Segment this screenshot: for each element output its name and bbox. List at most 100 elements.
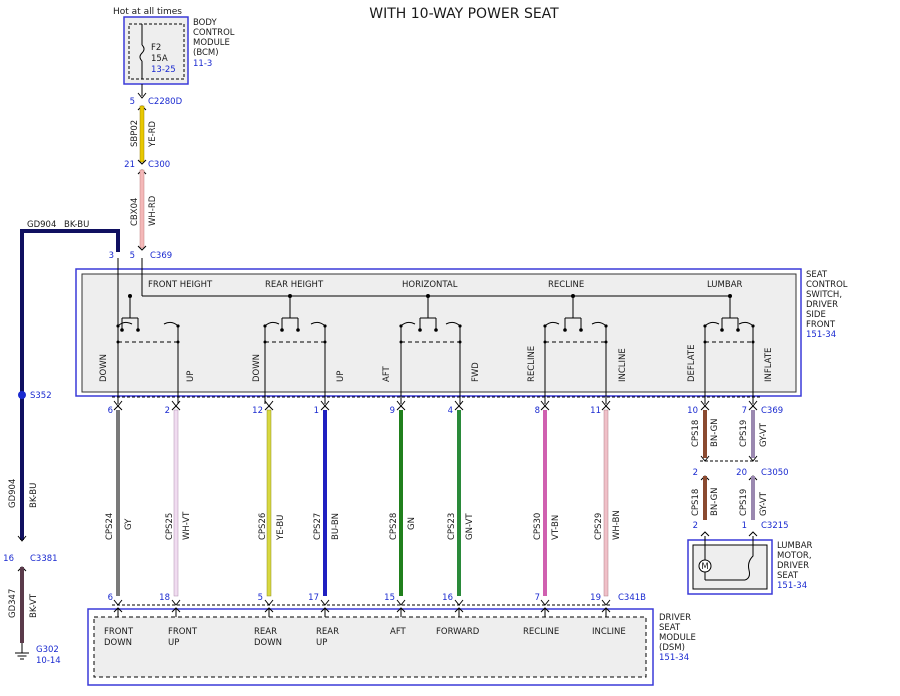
svg-text:GY-VT: GY-VT: [759, 491, 769, 516]
svg-text:CPS27: CPS27: [313, 513, 323, 540]
splice-s352: [18, 391, 26, 399]
svg-text:6: 6: [108, 593, 113, 603]
svg-text:CPS19: CPS19: [739, 489, 749, 516]
svg-text:G302: G302: [36, 645, 59, 655]
position-fwd: FWD: [471, 362, 481, 382]
feed-circuit: 5 C2280D SBP02 YE-RD 21 C300 CBX04 WH-RD…: [124, 84, 183, 261]
ground-icon: [15, 652, 29, 660]
svg-text:GY-VT: GY-VT: [759, 422, 769, 447]
svg-text:1: 1: [742, 521, 747, 531]
bcm-name: BODY CONTROL MODULE (BCM): [193, 18, 237, 58]
svg-text:8: 8: [535, 406, 540, 416]
seat-wires: 6 CPS24 GY 6 2 CPS25 WH-VT 18 12 CPS26 Y…: [105, 406, 622, 603]
svg-text:10-14: 10-14: [36, 656, 61, 666]
function-front-height: FRONT HEIGHT: [148, 280, 213, 290]
wire-front-down: 6 CPS24 GY 6: [105, 406, 134, 603]
svg-text:20: 20: [736, 468, 747, 478]
position-incline: INCLINE: [618, 348, 628, 382]
svg-text:10: 10: [687, 406, 698, 416]
svg-text:BK-VT: BK-VT: [29, 593, 39, 618]
svg-text:CPS26: CPS26: [258, 513, 268, 540]
wire-incline: 11 CPS29 WH-BN 19: [590, 406, 622, 603]
svg-text:BN-GN: BN-GN: [710, 418, 720, 447]
svg-text:16: 16: [3, 554, 14, 564]
seat-control-switch: SEAT CONTROL SWITCH, DRIVER SIDE FRONT 1…: [75, 258, 848, 404]
svg-text:WH-BN: WH-BN: [612, 510, 622, 540]
svg-text:FORWARD: FORWARD: [436, 627, 480, 637]
svg-text:BK-BU: BK-BU: [29, 483, 39, 508]
wire-aft: 9 CPS28 GN 15: [384, 406, 417, 603]
svg-text:C369: C369: [150, 251, 172, 261]
fuse-name: F2: [151, 43, 161, 53]
circuit-sbp02: SBP02: [130, 120, 140, 147]
svg-text:5: 5: [258, 593, 263, 603]
fuse-ref: 13-25: [151, 65, 176, 75]
svg-text:3: 3: [109, 251, 114, 261]
svg-text:21: 21: [124, 160, 135, 170]
position-aft: AFT: [382, 365, 392, 382]
svg-text:REAR UP: REAR UP: [316, 627, 342, 648]
svg-text:151-34: 151-34: [659, 653, 689, 663]
wire-front-up: 2 CPS25 WH-VT 18: [159, 406, 192, 603]
svg-text:2: 2: [165, 406, 170, 416]
position-deflate: DEFLATE: [687, 345, 697, 382]
function-recline: RECLINE: [548, 280, 584, 290]
svg-text:151-34: 151-34: [777, 581, 807, 591]
svg-text:GY: GY: [124, 518, 134, 530]
color-wh-rd: WH-RD: [148, 195, 158, 226]
svg-text:12: 12: [252, 406, 263, 416]
wire-bk-vt: [20, 567, 24, 643]
svg-text:GD904: GD904: [27, 220, 56, 230]
svg-text:BK-BU: BK-BU: [64, 220, 89, 230]
svg-text:1: 1: [314, 406, 319, 416]
position-up-front: UP: [186, 371, 196, 382]
circuit-cbx04: CBX04: [130, 198, 140, 226]
page-title: WITH 10-WAY POWER SEAT: [369, 6, 559, 22]
svg-text:5: 5: [130, 251, 135, 261]
svg-text:CPS28: CPS28: [389, 513, 399, 540]
ground-circuit: GD904 BK-BU 3 S352 GD904 BK-BU 16 C3381 …: [3, 220, 120, 666]
hot-at-all-times-label: Hot at all times: [113, 7, 182, 17]
bcm-ref: 11-3: [193, 59, 212, 69]
wire-wh-rd: [139, 169, 145, 249]
bcm-module: Hot at all times F2 15A 13-25 BODY CONTR…: [113, 7, 237, 85]
lumbar-circuit: 10 7 CPS18 BN-GN CPS19 GY-VT 2 20 C3050 …: [687, 406, 813, 595]
svg-text:RECLINE: RECLINE: [523, 627, 559, 637]
svg-text:GN-VT: GN-VT: [465, 513, 475, 540]
svg-text:DRIVER SEAT MODULE: DRIVER SEAT MODULE (DSM): [659, 613, 699, 653]
function-horizontal: HORIZONTAL: [402, 280, 458, 290]
wire-rear-up: 1 CPS27 BU-BN 17: [308, 406, 341, 603]
svg-text:CPS19: CPS19: [739, 420, 749, 447]
svg-text:S352: S352: [30, 391, 52, 401]
svg-text:C3050: C3050: [761, 468, 789, 478]
svg-text:19: 19: [590, 593, 601, 603]
svg-text:CPS18: CPS18: [691, 420, 701, 447]
svg-text:GD347: GD347: [8, 589, 18, 618]
svg-text:CPS29: CPS29: [594, 513, 604, 540]
svg-text:BU-BN: BU-BN: [331, 513, 341, 540]
svg-text:7: 7: [535, 593, 540, 603]
dsm-connector-label: C341B: [618, 593, 646, 603]
svg-text:REAR DOWN: REAR DOWN: [254, 627, 282, 648]
bcm-outline: [123, 16, 189, 85]
svg-text:CPS25: CPS25: [165, 513, 175, 540]
position-down-front: DOWN: [99, 354, 109, 382]
svg-text:CPS24: CPS24: [105, 513, 115, 540]
svg-text:17: 17: [308, 593, 319, 603]
position-inflate: INFLATE: [764, 348, 774, 382]
svg-text:C2280D: C2280D: [148, 97, 183, 107]
position-down-rear: DOWN: [252, 354, 262, 382]
switch-connector-label: C369: [761, 406, 783, 416]
svg-text:CPS23: CPS23: [447, 513, 457, 540]
svg-text:2: 2: [693, 521, 698, 531]
svg-text:GD904: GD904: [8, 479, 18, 508]
svg-text:AFT: AFT: [390, 627, 407, 637]
fuse-icon: [139, 24, 145, 79]
svg-text:11: 11: [590, 406, 601, 416]
svg-text:CPS30: CPS30: [533, 513, 543, 540]
svg-text:7: 7: [742, 406, 747, 416]
fuse-rating: 15A: [151, 54, 168, 64]
wire-forward: 4 CPS23 GN-VT 16: [442, 406, 475, 603]
svg-text:C300: C300: [148, 160, 170, 170]
